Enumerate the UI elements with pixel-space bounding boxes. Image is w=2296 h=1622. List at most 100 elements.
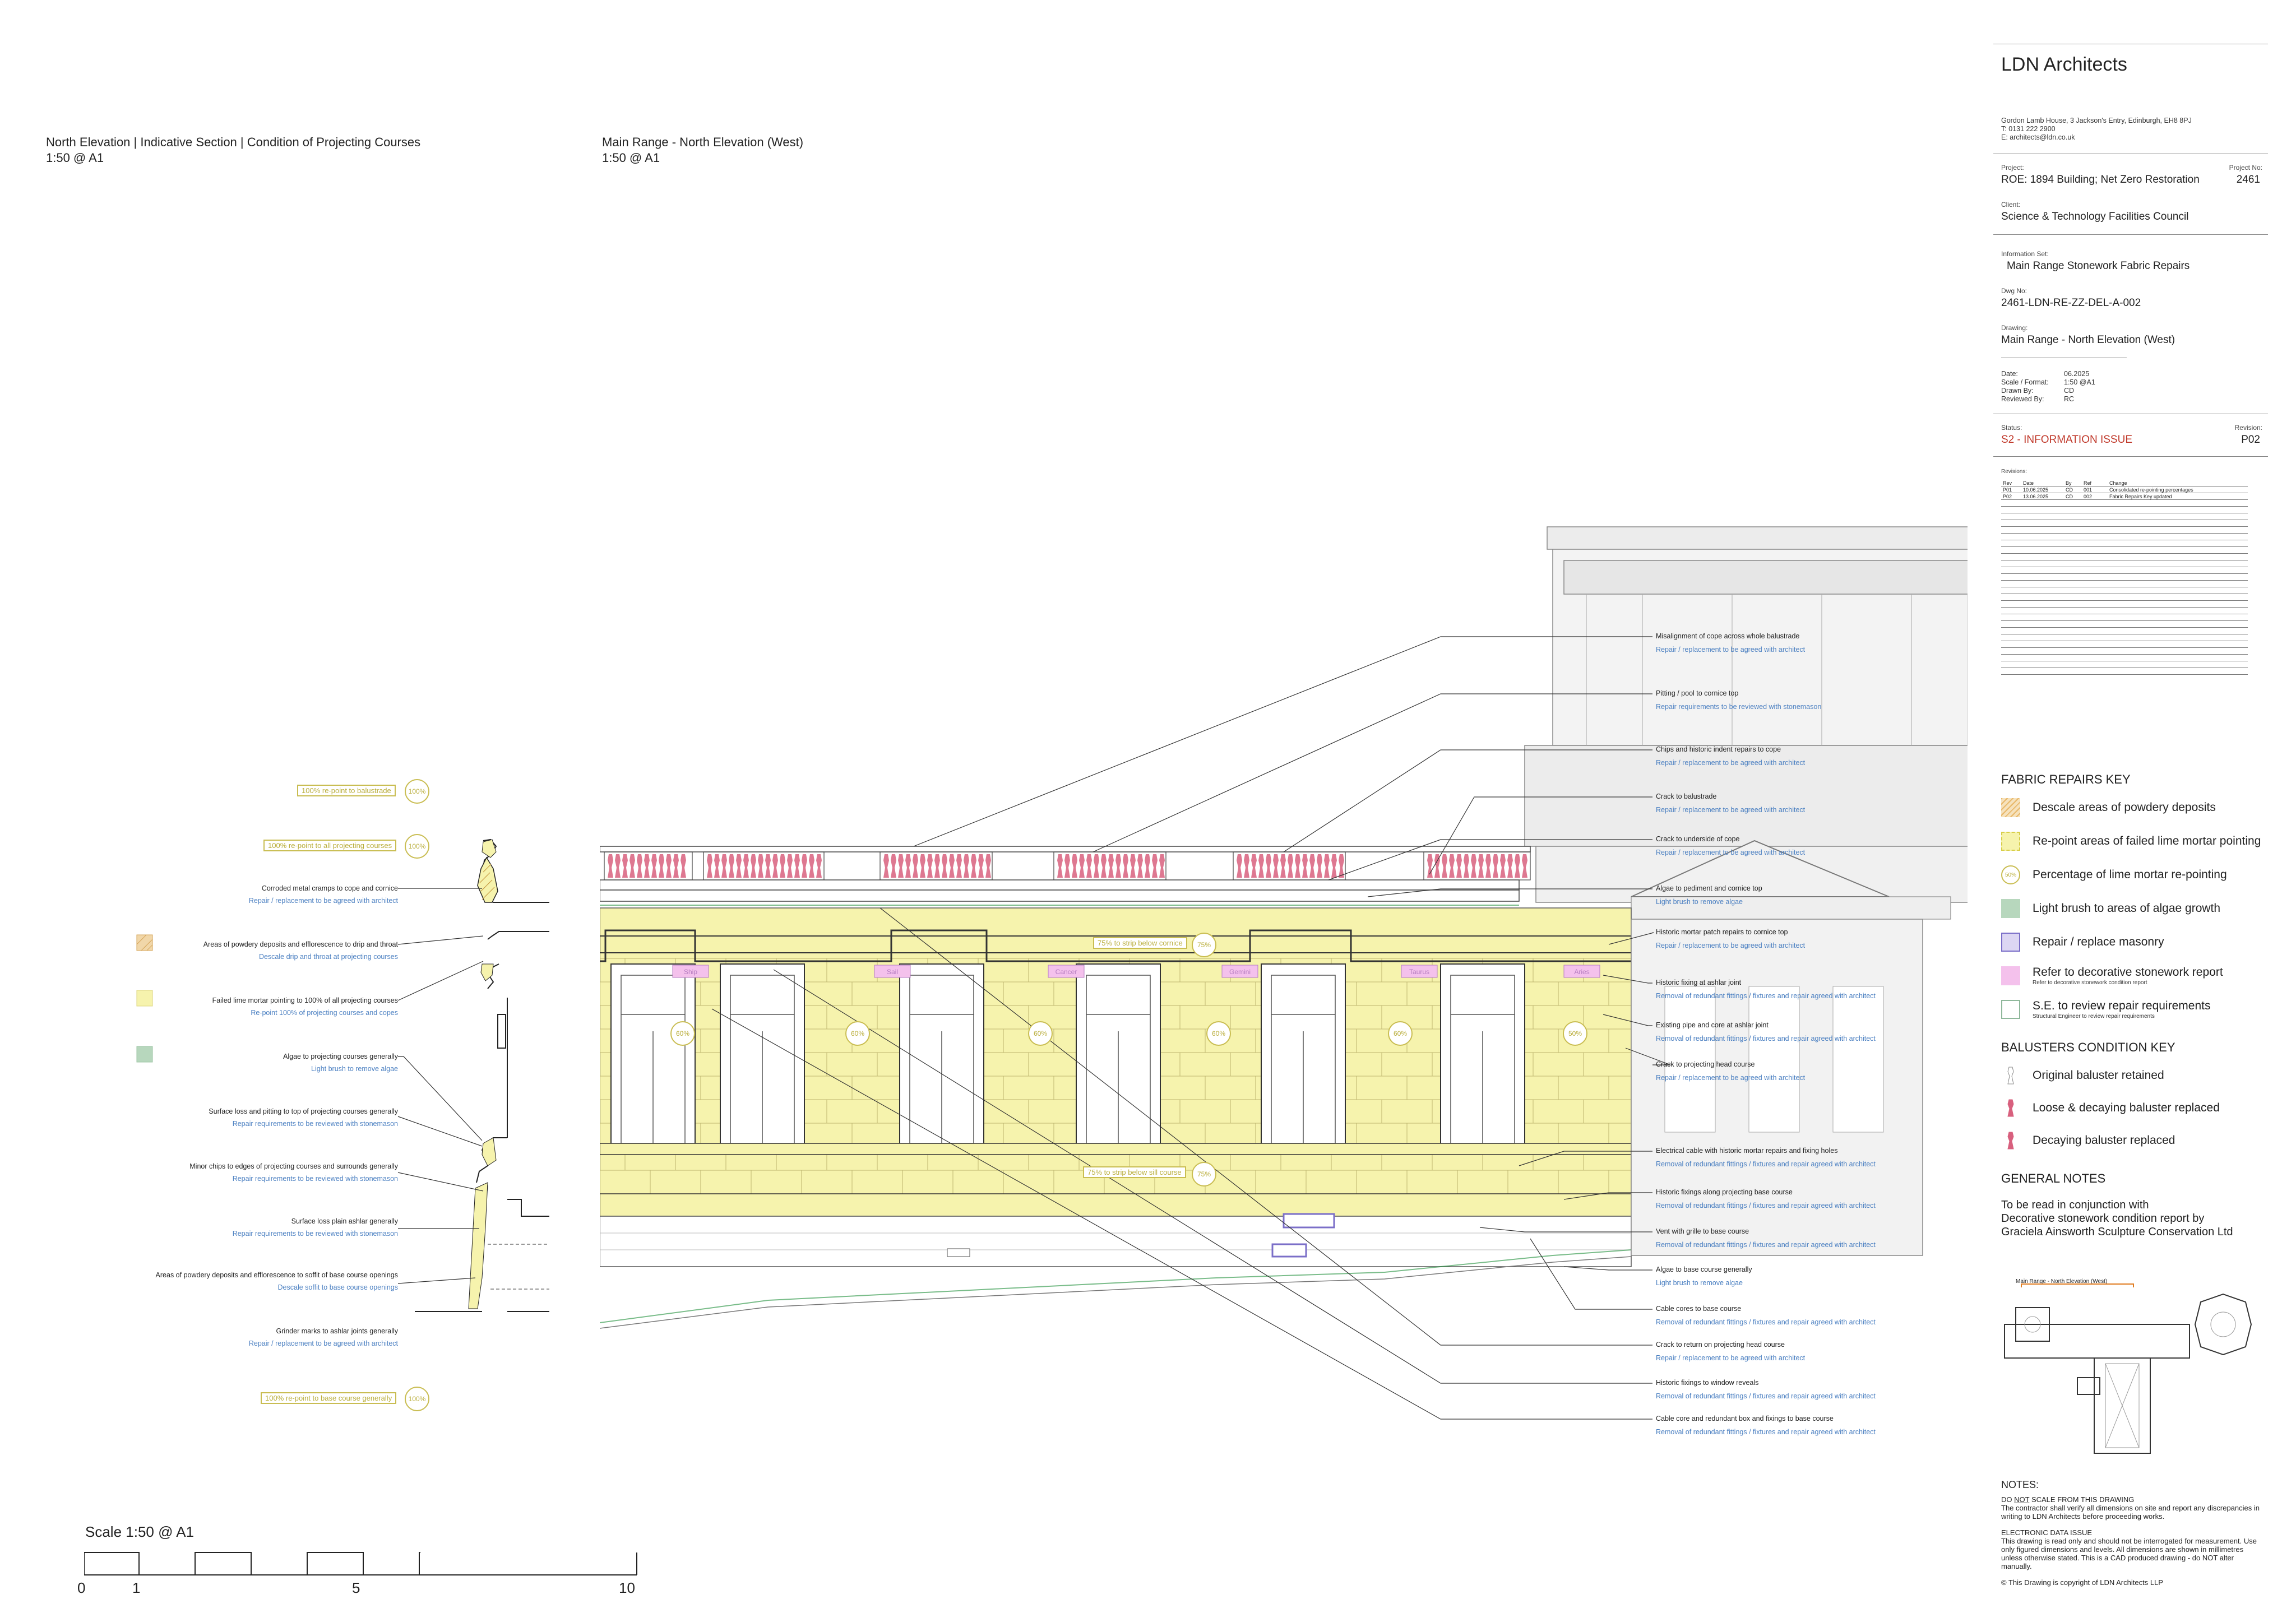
revision-value: P02 [2241, 434, 2260, 446]
baluster [729, 854, 734, 878]
baluster [1449, 854, 1455, 878]
decorative-panel-label: Ship [684, 968, 697, 976]
balustrade [604, 851, 1531, 880]
baluster [1152, 854, 1158, 878]
baluster [1331, 854, 1337, 878]
baluster-key-heading: BALUSTERS CONDITION KEY [2001, 1040, 2175, 1054]
key-plan-label: Main Range - North Elevation (West) [2016, 1278, 2108, 1285]
baluster [934, 854, 940, 878]
firm-name: LDN Architects [2001, 54, 2127, 75]
baluster [816, 854, 822, 878]
elevation-note: Misalignment of cope across whole balust… [1656, 632, 1806, 654]
project-no-label: Project No: [2229, 164, 2262, 172]
section-pct-base: 100% [405, 1387, 429, 1411]
decorative-panel [1221, 965, 1258, 978]
baluster [608, 854, 613, 878]
baluster [891, 854, 896, 878]
baluster [927, 854, 933, 878]
dwg-no: 2461-LDN-RE-ZZ-DEL-A-002 [2001, 297, 2141, 309]
decorative-panel-label: Cancer [1056, 968, 1077, 976]
baluster [1464, 854, 1469, 878]
baluster [1079, 854, 1085, 878]
baluster [1507, 854, 1513, 878]
decorative-panel [1048, 965, 1085, 978]
general-notes-heading: GENERAL NOTES [2001, 1171, 2106, 1185]
section-pct-projecting: 100% [405, 834, 429, 859]
baluster-icon [2007, 1132, 2014, 1150]
elev-tag-cornice: 75% to strip below cornice [1093, 937, 1187, 949]
baluster [743, 854, 749, 878]
elevation-note: Electrical cable with historic mortar re… [1656, 1147, 1876, 1168]
baluster [949, 854, 955, 878]
baluster [1302, 854, 1308, 878]
baluster [1123, 854, 1128, 878]
baluster-icon [2007, 1067, 2014, 1085]
baluster [644, 854, 650, 878]
baluster [758, 854, 763, 878]
baluster [1137, 854, 1143, 878]
baluster [1442, 854, 1447, 878]
baluster [1057, 854, 1063, 878]
baluster [978, 854, 984, 878]
baluster [794, 854, 800, 878]
baluster [1086, 854, 1092, 878]
baluster [1427, 854, 1433, 878]
baluster [913, 854, 918, 878]
fabric-key-item: Re-point areas of failed lime mortar poi… [2001, 832, 2261, 851]
baluster [1288, 854, 1293, 878]
baluster [780, 854, 785, 878]
baluster [673, 854, 679, 878]
decorative-panel-label: Sail [887, 968, 898, 976]
decorative-panel-label: Gemini [1229, 968, 1251, 976]
general-notes-text: To be read in conjunction with Decorativ… [2001, 1199, 2233, 1238]
baluster [1244, 854, 1249, 878]
fabric-key-item: Light brush to areas of algae growth [2001, 899, 2220, 918]
baluster [898, 854, 904, 878]
baluster [985, 854, 991, 878]
baluster [1522, 854, 1527, 878]
baluster [1064, 854, 1070, 878]
baluster [1317, 854, 1322, 878]
section-drawing [136, 838, 549, 1312]
section-tag-base: 100% re-point to base course generally [261, 1392, 397, 1404]
info-set: Main Range Stonework Fabric Repairs [2007, 260, 2190, 272]
scale-tick-1: 1 [132, 1579, 141, 1596]
revision-label: Revision: [2234, 424, 2262, 432]
title-block: LDN Architects Gordon Lamb House, 3 Jack… [1993, 44, 2268, 1602]
elevation-note: Historic fixings along projecting base c… [1656, 1188, 1876, 1209]
section-title: North Elevation | Indicative Section | C… [46, 135, 421, 165]
baluster [1456, 854, 1462, 878]
info-set-label: Information Set: [2001, 250, 2049, 258]
baluster [629, 854, 635, 878]
baluster [707, 854, 712, 878]
wall-repoint-pct: 50% [1563, 1021, 1587, 1046]
firm-contact: Gordon Lamb House, 3 Jackson's Entry, Ed… [2001, 117, 2192, 141]
baluster [905, 854, 911, 878]
baluster [1101, 854, 1107, 878]
drawing-label: Drawing: [2001, 324, 2028, 332]
decorative-panel [1401, 965, 1438, 978]
client-name: Science & Technology Facilities Council [2001, 211, 2189, 223]
baluster [787, 854, 793, 878]
baluster [1115, 854, 1121, 878]
baluster [1237, 854, 1242, 878]
project-name: ROE: 1894 Building; Net Zero Restoration [2001, 174, 2200, 186]
baluster [971, 854, 976, 878]
baluster [1159, 854, 1165, 878]
baluster [1309, 854, 1315, 878]
wall-repoint-pct: 60% [670, 1021, 695, 1046]
scale-label: Scale 1:50 @ A1 [85, 1523, 195, 1540]
baluster [1266, 854, 1271, 878]
scale-tick-10: 10 [619, 1579, 635, 1596]
elev-pct-sill: 75% [1192, 1162, 1216, 1187]
